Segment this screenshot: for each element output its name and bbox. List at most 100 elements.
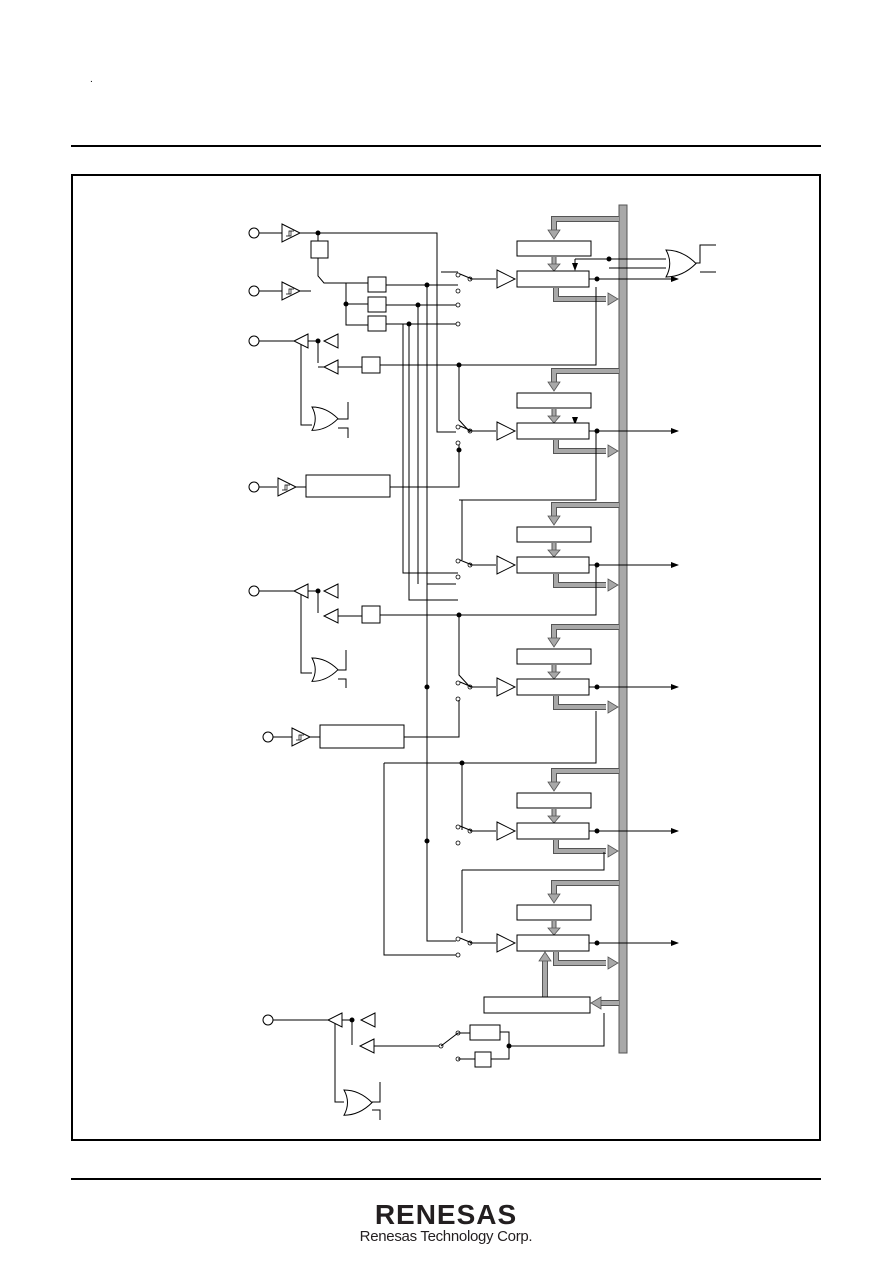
pin-terminal-icon [248,227,260,239]
latch-box-icon [361,605,381,624]
bus-path-fill [554,696,606,709]
pin-terminal-icon [262,1014,274,1026]
wire [384,711,597,764]
pin-terminal-icon [248,585,260,597]
switch-contact [455,558,461,564]
footer-company: Renesas Technology Corp. [0,1228,892,1245]
direction-register [516,648,592,665]
or-out-a [696,244,716,264]
wire [300,341,312,426]
latch-box-icon [367,276,387,293]
latch-box-icon [361,356,381,374]
port-blocks [538,216,619,1010]
port-latch [516,556,590,574]
buffer-icon [322,608,339,624]
buffer-icon [358,1038,375,1054]
port-latch [516,270,590,288]
wire [338,427,349,438]
buffer-icon [496,933,517,953]
wire [345,283,368,326]
switch-contact [455,936,461,942]
bus-path-fill [554,440,606,453]
wire [383,763,456,956]
bus-arrow-head [607,292,619,306]
latch-box-icon [367,296,387,313]
bus-arrow-head [547,229,561,240]
buffer-icon [322,359,339,375]
bus-path-fill [552,625,619,639]
or-gate-icon [311,657,339,682]
bus-arrow-head [590,996,602,1010]
switch-contact [455,680,461,686]
wire [334,1020,344,1103]
wire [372,1109,381,1120]
switch-contact [455,424,461,430]
port-latch [516,934,590,952]
wire [491,1046,510,1060]
or-gate-icon [311,406,339,431]
bus-arrow-head [547,549,561,558]
wire [338,650,347,671]
bus-arrow-head [547,637,561,648]
latch-box-icon [310,240,329,259]
latch-box-icon [367,315,387,332]
bus-arrow-head [547,893,561,904]
bus-arrow-head [547,415,561,424]
switch-contact [455,440,461,446]
pin-terminal-icon [248,335,260,347]
company-name: Renesas Technology Corp. [359,1228,533,1245]
bus-path-fill [554,840,606,853]
wire [380,287,597,366]
wire [308,590,319,613]
port-latch [516,822,590,840]
schmitt-mark [296,734,304,741]
timer-block [319,724,405,749]
logo-word: RENESAS [375,1199,517,1230]
switch-contact [455,840,461,846]
junction-dot [456,447,462,453]
switch-blade [459,425,473,432]
bus-arrow-head [547,815,561,824]
bus-arrow-head [607,956,619,970]
switch-blade [459,937,473,944]
bus-line-c [408,324,458,601]
bus-path-fill [552,369,619,383]
junction-dot [349,1017,355,1023]
wire [426,584,456,942]
switch-contact [455,574,461,580]
bus-arrow-head [547,381,561,392]
latch-box-icon [469,1024,501,1041]
pin-terminal-icon [248,285,260,297]
misc-components [305,240,697,1116]
bus-path-fill [554,288,606,301]
junction-dot [315,588,321,594]
junction-dot [343,301,349,307]
renesas-logo: RENESAS [375,1199,517,1230]
bus-arrow-head [547,927,561,936]
switch-blade [459,681,473,688]
junction-dot [424,838,430,844]
junction-dot [594,940,600,946]
schmitt-mark [282,484,290,491]
direction-register [516,904,592,921]
internal-data-bus [618,204,628,1054]
wire [372,1082,381,1103]
schmitt-mark [286,230,294,237]
header-dot: . [90,74,93,85]
direction-register [516,392,592,409]
latch-box-icon [474,1051,492,1068]
bus-arrow-head [538,951,552,962]
switch-contact [455,952,461,958]
buffer-icon [322,333,339,349]
pin-terminal-icon [248,481,260,493]
switch-contact [455,272,461,278]
bus-arrow-head [547,781,561,792]
wire [338,678,347,688]
switch-blade [459,559,473,566]
wire [300,591,312,674]
wire [458,365,471,433]
buffer-icon [322,583,339,599]
buffer-icon [292,583,309,599]
